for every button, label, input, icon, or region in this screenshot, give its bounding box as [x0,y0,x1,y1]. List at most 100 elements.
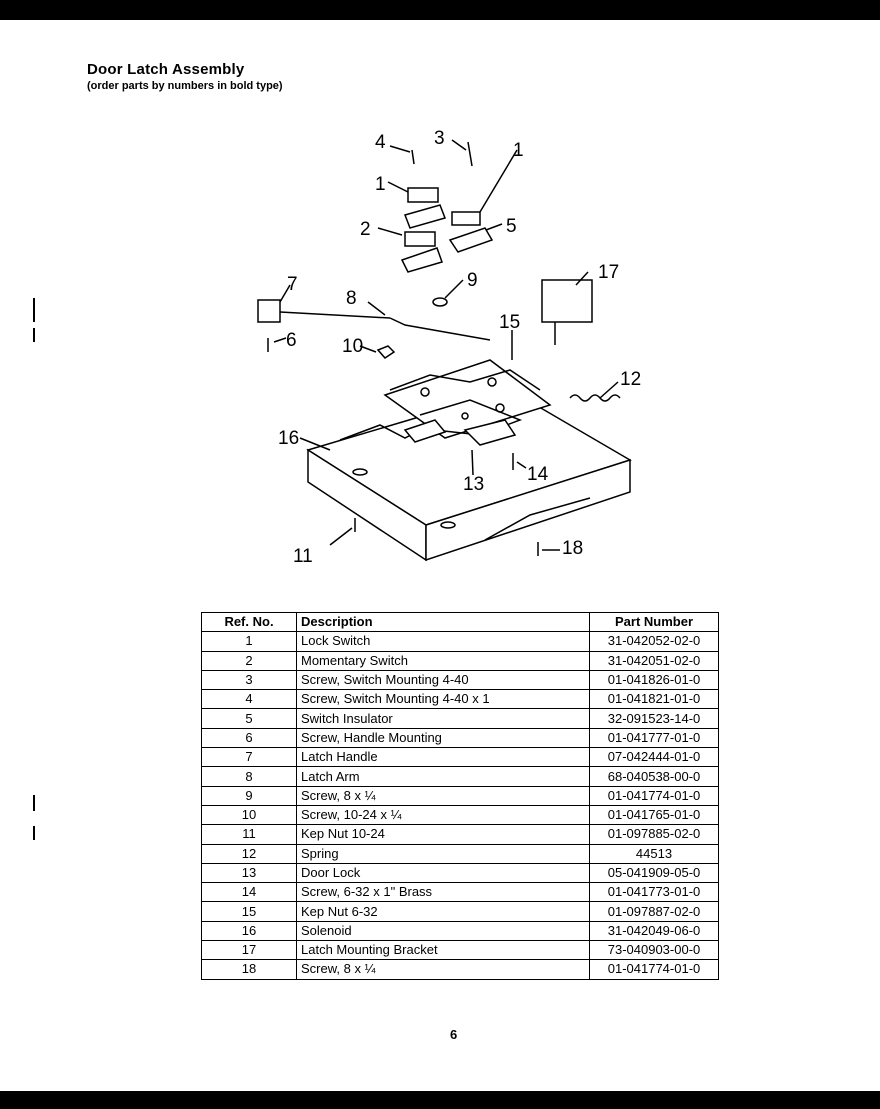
cell-description: Spring [296,843,590,864]
cell-ref-no: 10 [201,804,297,826]
page-subtitle: (order parts by numbers in bold type) [87,80,283,92]
cell-description: Screw, 8 x ¼ [296,785,590,806]
cell-description: Screw, 10-24 x ¼ [296,804,590,826]
cell-ref-no: 12 [201,843,297,864]
page-title: Door Latch Assembly [87,61,245,78]
cell-ref-no: 14 [201,882,297,903]
column-header-part-number: Part Number [589,611,719,633]
callout-label: 10 [342,336,363,357]
cell-description: Screw, Switch Mounting 4-40 [296,669,590,691]
column-header-description: Description [296,611,590,633]
scan-border-top [0,0,880,20]
cell-ref-no: 16 [201,920,297,942]
cell-ref-no: 2 [201,650,297,671]
callout-label: 14 [527,464,549,485]
cell-part-number: 01-041765-01-0 [589,804,719,826]
cell-part-number: 01-041821-01-0 [589,689,719,710]
callout-label: 7 [287,274,298,295]
latch-mounting-bracket [306,389,632,562]
switch-stack [400,187,494,273]
cell-part-number: 01-041774-01-0 [589,959,719,980]
cell-ref-no: 11 [201,824,297,845]
cell-part-number: 32-091523-14-0 [589,708,719,729]
cell-ref-no: 5 [201,708,297,729]
cell-part-number: 01-041773-01-0 [589,882,719,903]
cell-ref-no: 8 [201,766,297,787]
callout-label: 4 [375,132,386,153]
cell-part-number: 01-041826-01-0 [589,669,719,691]
margin-mark [33,795,35,811]
cell-description: Lock Switch [296,631,590,652]
cell-description: Door Lock [296,862,590,884]
cell-description: Screw, Handle Mounting [296,727,590,749]
cell-ref-no: 4 [201,689,297,710]
cell-part-number: 44513 [589,843,719,864]
cell-ref-no: 9 [201,785,297,806]
cell-ref-no: 17 [201,940,297,961]
cell-ref-no: 13 [201,862,297,884]
callout-label: 2 [360,219,371,240]
cell-ref-no: 7 [201,747,297,768]
cell-description: Momentary Switch [296,650,590,671]
column-header-ref-no: Ref. No. [201,611,297,633]
cell-part-number: 31-042049-06-0 [589,920,719,942]
latch-mechanism [383,359,552,446]
cell-ref-no: 3 [201,669,297,691]
cell-part-number: 01-041777-01-0 [589,727,719,749]
margin-mark [33,298,35,322]
callout-label: 16 [278,428,299,449]
cell-description: Latch Handle [296,747,590,768]
callout-label: 1 [513,140,524,161]
cell-description: Screw, 6-32 x 1" Brass [296,882,590,903]
cell-ref-no: 6 [201,727,297,749]
cell-part-number: 31-042051-02-0 [589,650,719,671]
cell-description: Kep Nut 6-32 [296,901,590,922]
exploded-parts-diagram: 3 4 1 1 2 5 7 8 9 17 6 15 10 12 16 13 14… [257,128,641,567]
callout-label: 6 [286,330,297,351]
cell-part-number: 05-041909-05-0 [589,862,719,884]
cell-part-number: 01-097887-02-0 [589,901,719,922]
table-header-row: Ref. No. Description Part Number [201,611,719,633]
cell-description: Kep Nut 10-24 [296,824,590,845]
callout-label: 15 [499,312,520,333]
cell-ref-no: 1 [201,631,297,652]
cell-part-number: 01-097885-02-0 [589,824,719,845]
cell-description: Solenoid [296,920,590,942]
cell-part-number: 68-040538-00-0 [589,766,719,787]
callout-label: 8 [346,288,357,309]
cell-description: Switch Insulator [296,708,590,729]
cell-part-number: 07-042444-01-0 [589,747,719,768]
callout-label: 9 [467,270,478,291]
cell-part-number: 01-041774-01-0 [589,785,719,806]
callout-label: 5 [506,216,517,237]
cell-ref-no: 15 [201,901,297,922]
callout-label: 13 [463,474,484,495]
cell-part-number: 73-040903-00-0 [589,940,719,961]
callout-label: 3 [434,128,445,149]
callout-label: 18 [562,538,583,559]
cell-ref-no: 18 [201,959,297,980]
cell-description: Latch Arm [296,766,590,787]
callout-label: 12 [620,369,641,390]
callout-label: 11 [293,546,313,567]
cell-description: Latch Mounting Bracket [296,940,590,961]
scan-border-bottom [0,1091,880,1109]
